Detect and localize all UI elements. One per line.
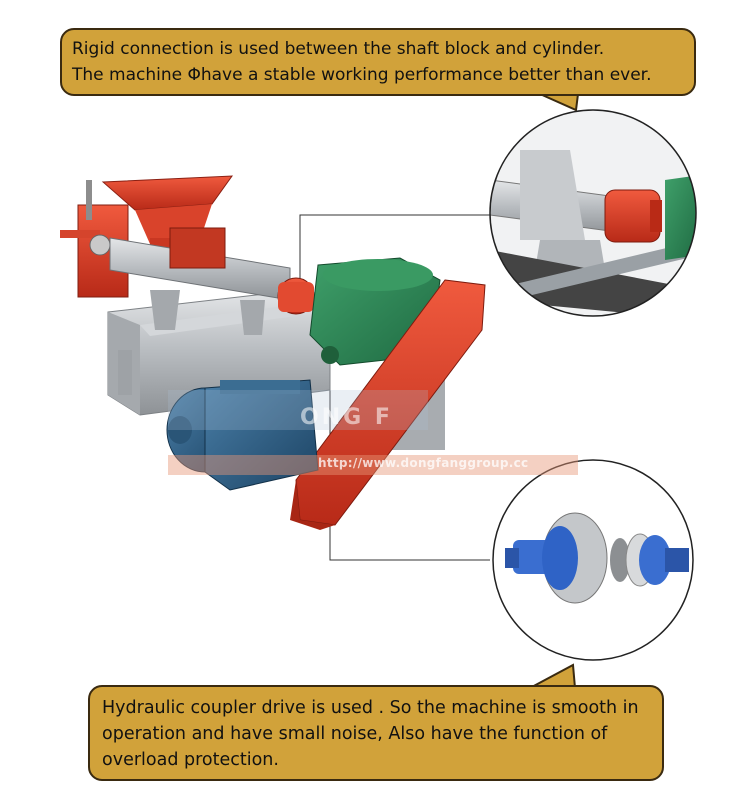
top-callout-line-1: Rigid connection is used between the sha…	[72, 39, 605, 59]
watermark-band	[168, 455, 578, 475]
belt-guard	[290, 279, 486, 530]
zoom-circle-hydraulic-coupler	[492, 459, 694, 661]
watermark-logo-band	[168, 390, 428, 430]
feeder-frame	[60, 180, 129, 298]
zoom-circle-coupling	[489, 109, 697, 317]
watermark-url: http://www.dongfanggroup.cc	[318, 456, 529, 470]
electric-motor	[166, 379, 319, 491]
watermark-brand: ONG F	[300, 405, 393, 430]
bottom-callout-line-2: operation and have small noise, Also hav…	[102, 724, 608, 744]
bottom-callout-line-3: overload protection.	[102, 750, 279, 770]
extruder-barrel	[109, 227, 291, 335]
rigid-coupling	[277, 277, 315, 315]
bottom-callout-line-1: Hydraulic coupler drive is used . So the…	[102, 698, 639, 718]
top-callout-line-2: The machine Φhave a stable working perfo…	[72, 65, 652, 85]
bottom-callout: Hydraulic coupler drive is used . So the…	[88, 685, 664, 781]
top-callout: Rigid connection is used between the sha…	[60, 28, 696, 96]
leader-lines	[299, 214, 493, 561]
